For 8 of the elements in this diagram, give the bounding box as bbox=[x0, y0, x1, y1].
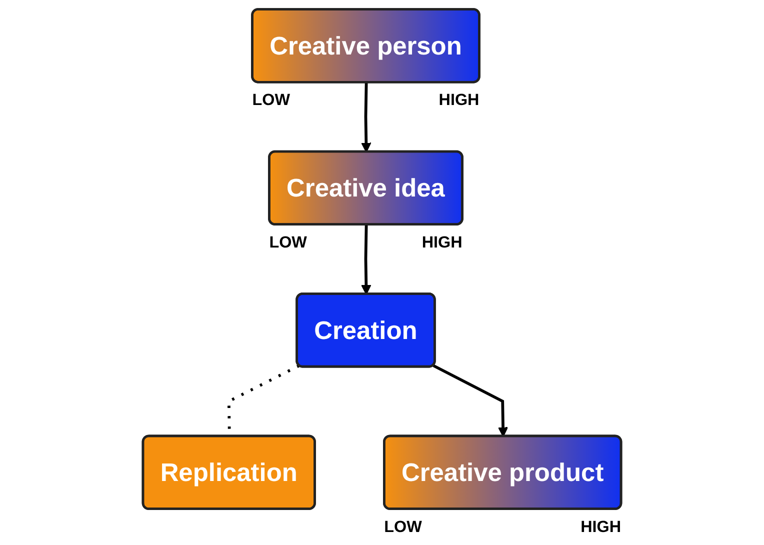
arrow bbox=[361, 224, 372, 295]
scale-label: HIGH bbox=[438, 91, 480, 110]
arrow bbox=[432, 364, 508, 437]
scale-label: LOW bbox=[269, 233, 307, 252]
scale-label: LOW bbox=[252, 91, 290, 110]
scale-label: HIGH bbox=[580, 518, 622, 536]
scale-label: HIGH bbox=[422, 233, 462, 252]
scale-label: LOW bbox=[384, 518, 422, 536]
